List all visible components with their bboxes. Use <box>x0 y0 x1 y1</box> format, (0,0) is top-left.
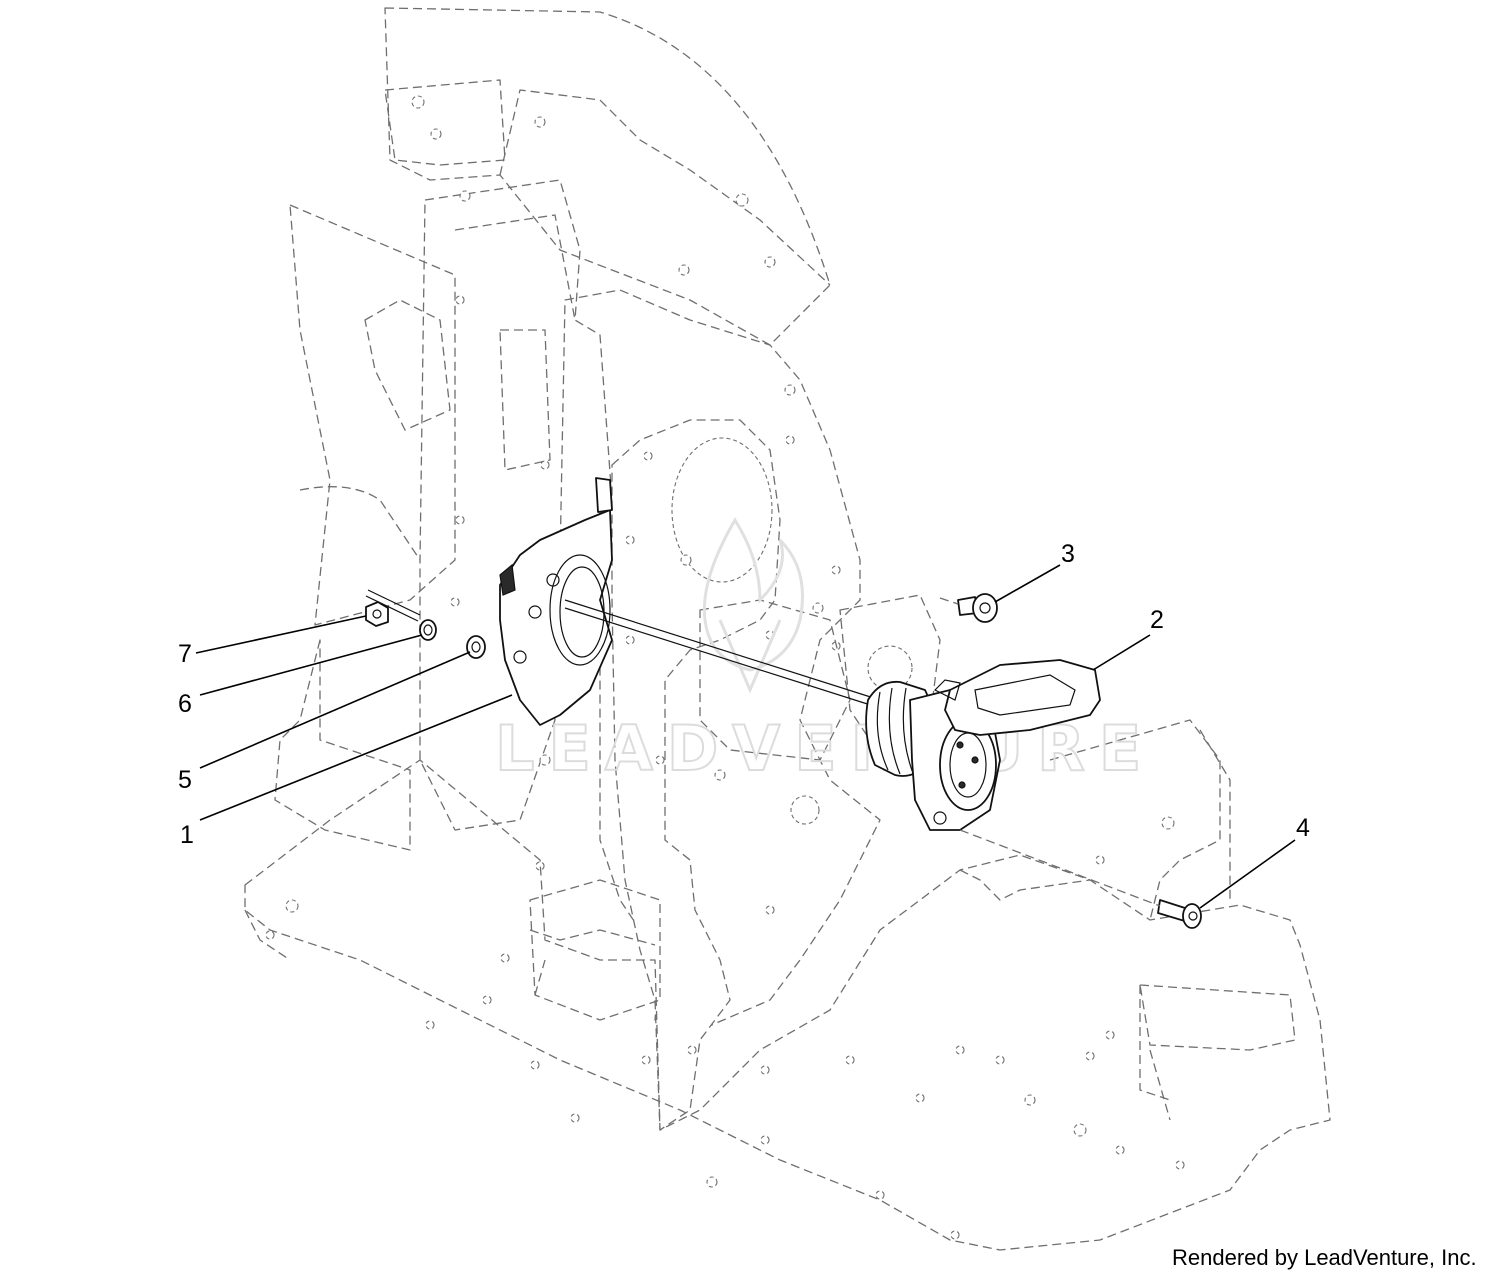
leader-6 <box>199 634 423 696</box>
callout-1: 1 <box>180 821 194 849</box>
callout-2: 2 <box>1150 606 1164 634</box>
callout-6: 6 <box>178 690 192 718</box>
part-4-bolt <box>959 829 1202 929</box>
callout-4: 4 <box>1296 814 1310 842</box>
leader-7 <box>195 615 367 654</box>
leader-4 <box>1199 839 1296 909</box>
part-5-washer <box>466 635 486 659</box>
leader-3 <box>994 564 1061 603</box>
part-6-lock-washer <box>419 619 437 641</box>
part-7-nut <box>365 589 421 627</box>
part-3-screw <box>939 593 998 623</box>
callout-3: 3 <box>1061 540 1075 568</box>
leadventure-watermark: LEADVENTURE <box>494 517 1142 786</box>
leader-2 <box>1092 634 1151 671</box>
callout-7: 7 <box>178 640 192 668</box>
leader-5 <box>199 651 471 769</box>
part-1-bracket <box>499 477 613 726</box>
leader-lines <box>195 564 1296 909</box>
leader-1 <box>199 694 513 821</box>
credit-text: Rendered by LeadVenture, Inc. <box>1172 1245 1477 1270</box>
callouts: 1 2 3 4 5 6 7 <box>178 540 1310 849</box>
callout-5: 5 <box>178 766 192 794</box>
chassis-ghost <box>244 7 1331 1251</box>
part-2-dipstick <box>564 599 1101 831</box>
